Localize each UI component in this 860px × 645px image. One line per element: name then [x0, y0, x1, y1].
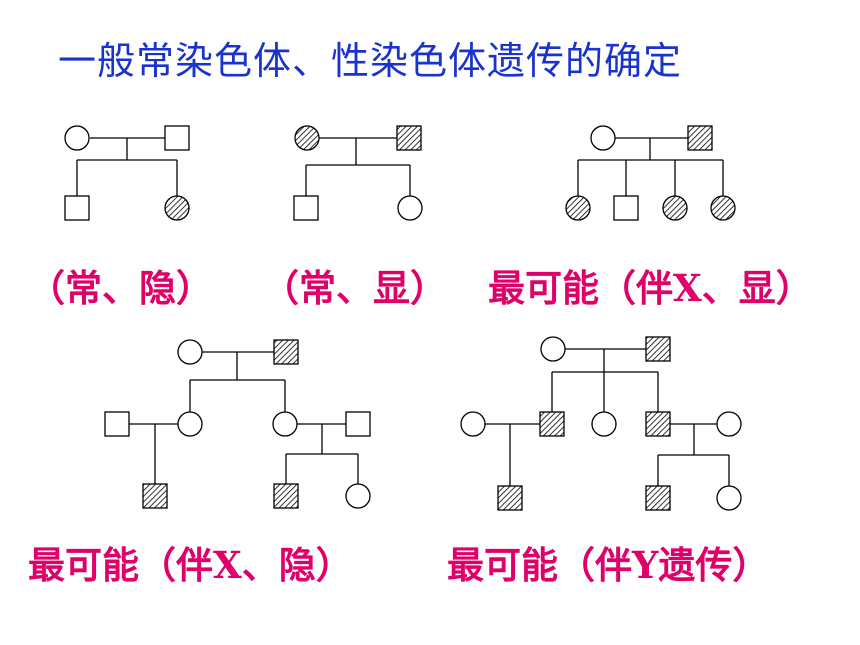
pedigree-y-linked	[460, 336, 742, 511]
male-unaffected	[104, 411, 130, 437]
female-unaffected	[540, 336, 566, 362]
male-unaffected	[345, 411, 371, 437]
female-affected	[565, 195, 591, 221]
pedigree-x-linked-dominant	[565, 125, 736, 221]
female-affected	[710, 195, 736, 221]
label-x-linked-recessive: 最可能（伴X、隐）	[28, 543, 353, 587]
male-affected	[645, 336, 671, 362]
male-affected	[273, 483, 299, 509]
label-x-linked-dominant: 最可能（伴X、显）	[488, 266, 813, 310]
male-affected	[539, 411, 565, 437]
female-unaffected	[397, 195, 423, 221]
female-unaffected	[272, 411, 298, 437]
male-unaffected	[64, 195, 90, 221]
female-affected	[662, 195, 688, 221]
male-affected	[142, 483, 168, 509]
male-affected	[396, 125, 422, 151]
male-affected	[645, 411, 671, 437]
female-unaffected	[177, 411, 203, 437]
female-unaffected	[716, 485, 742, 511]
label-autosomal-recessive: （常、隐）	[28, 266, 213, 310]
pedigree-autosomal-dominant	[293, 125, 423, 221]
female-unaffected	[177, 339, 203, 365]
female-unaffected	[716, 411, 742, 437]
male-unaffected	[164, 125, 190, 151]
male-affected	[497, 485, 523, 511]
male-affected	[687, 125, 713, 151]
female-unaffected	[460, 411, 486, 437]
label-autosomal-dominant: （常、显）	[262, 266, 447, 310]
male-affected	[645, 485, 671, 511]
female-affected	[294, 125, 320, 151]
label-y-linked: 最可能（伴Y遗传）	[447, 543, 770, 587]
pedigree-autosomal-recessive	[64, 125, 190, 221]
male-unaffected	[293, 195, 319, 221]
female-unaffected	[345, 483, 371, 509]
female-unaffected	[64, 125, 90, 151]
female-unaffected	[591, 411, 617, 437]
page-title: 一般常染色体、性染色体遗传的确定	[58, 39, 683, 83]
pedigree-x-linked-recessive	[104, 339, 371, 509]
female-unaffected	[590, 125, 616, 151]
male-unaffected	[613, 195, 639, 221]
male-affected	[273, 339, 299, 365]
female-affected	[164, 195, 190, 221]
